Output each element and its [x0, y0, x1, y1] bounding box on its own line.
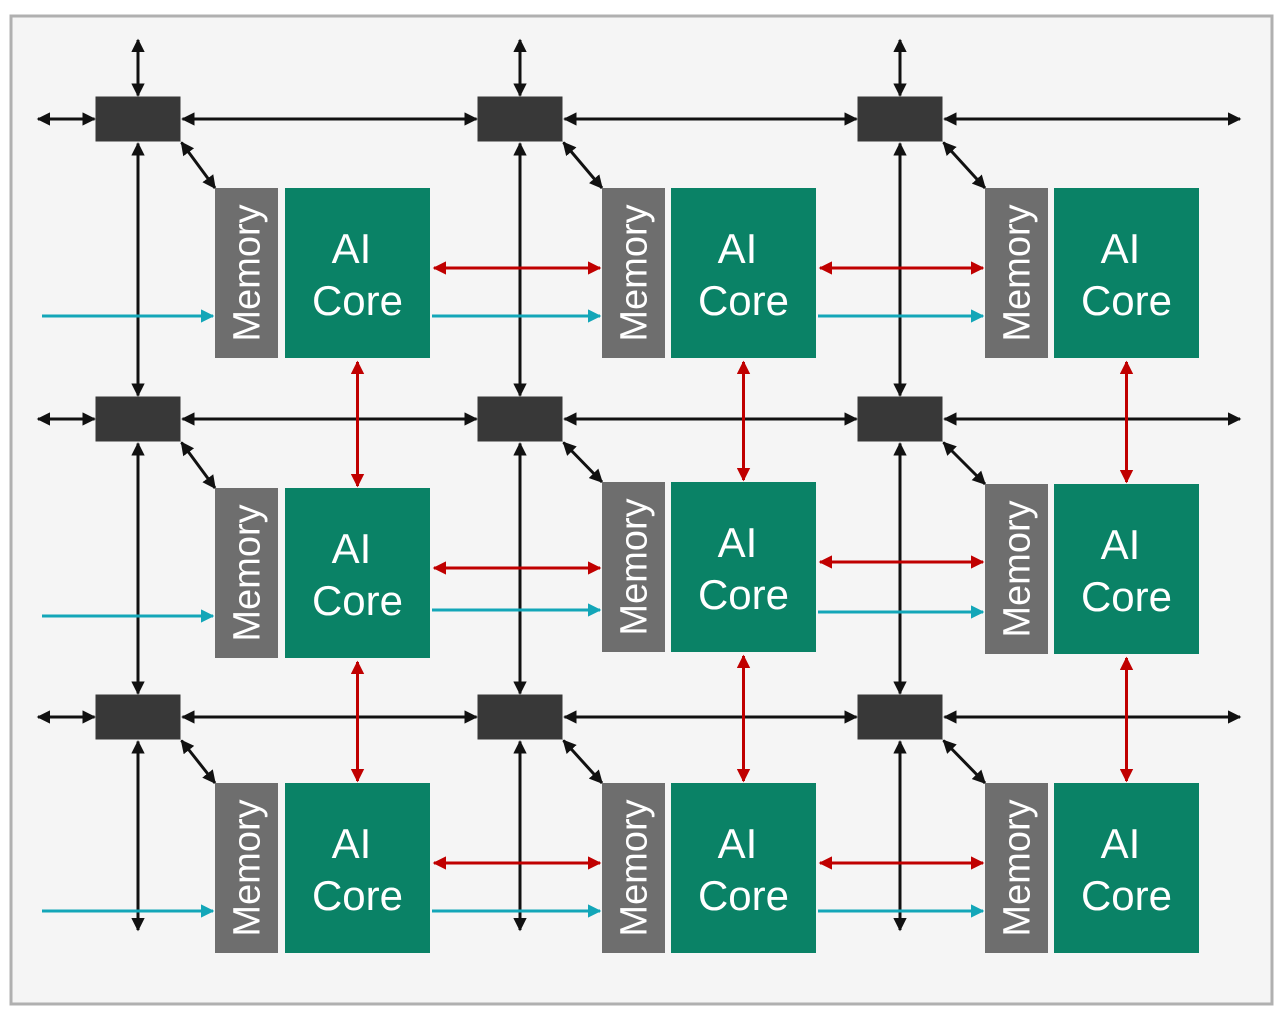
ai-core-label-line1: AI — [718, 519, 758, 566]
memory-label: Memory — [227, 504, 269, 641]
memory-block — [985, 783, 1048, 953]
ai-core-label-line2: Core — [1081, 277, 1172, 324]
ai-core-label-line1: AI — [332, 820, 372, 867]
ai-core-block — [671, 188, 816, 358]
ai-core-label-line2: Core — [698, 277, 789, 324]
memory-block — [602, 482, 665, 652]
ai-core-label-line2: Core — [312, 577, 403, 624]
ai-core-label-line1: AI — [1101, 820, 1141, 867]
memory-block — [215, 488, 278, 658]
router-memory-link — [942, 141, 987, 190]
router-memory-link — [562, 441, 604, 484]
ai-core-block — [285, 783, 430, 953]
ai-core-label-line2: Core — [1081, 573, 1172, 620]
router-memory-link — [180, 141, 217, 190]
router-memory-link — [562, 739, 604, 785]
ai-core-label-line1: AI — [332, 525, 372, 572]
memory-block — [215, 783, 278, 953]
router-memory-link — [562, 141, 604, 190]
ai-core-block — [1054, 783, 1199, 953]
memory-label: Memory — [614, 799, 656, 936]
router-memory-link — [942, 441, 987, 486]
router-memory-link — [942, 739, 987, 785]
router-node — [95, 694, 181, 740]
ai-core-label-line1: AI — [1101, 521, 1141, 568]
ai-core-block — [285, 188, 430, 358]
ai-core-label-line2: Core — [698, 872, 789, 919]
router-node — [857, 694, 943, 740]
ai-core-label-line2: Core — [698, 571, 789, 618]
memory-label: Memory — [614, 498, 656, 635]
router-node — [477, 396, 563, 442]
memory-block — [985, 484, 1048, 654]
router-node — [95, 396, 181, 442]
memory-block — [602, 188, 665, 358]
memory-label: Memory — [997, 204, 1039, 341]
memory-block — [215, 188, 278, 358]
ai-core-label-line2: Core — [312, 872, 403, 919]
ai-core-block — [1054, 188, 1199, 358]
router-node — [477, 694, 563, 740]
ai-core-label-line1: AI — [332, 225, 372, 272]
router-node — [95, 96, 181, 142]
memory-label: Memory — [227, 799, 269, 936]
memory-label: Memory — [614, 204, 656, 341]
memory-label: Memory — [997, 799, 1039, 936]
ai-core-block — [671, 482, 816, 652]
ai-core-block — [1054, 484, 1199, 654]
router-node — [857, 96, 943, 142]
ai-core-label-line2: Core — [1081, 872, 1172, 919]
router-memory-link — [180, 441, 217, 490]
ai-core-label-line2: Core — [312, 277, 403, 324]
ai-core-block — [671, 783, 816, 953]
ai-core-block — [285, 488, 430, 658]
ai-core-label-line1: AI — [1101, 225, 1141, 272]
memory-label: Memory — [227, 204, 269, 341]
router-memory-link — [180, 739, 217, 785]
router-node — [477, 96, 563, 142]
ai-core-label-line1: AI — [718, 820, 758, 867]
router-node — [857, 396, 943, 442]
ai-core-label-line1: AI — [718, 225, 758, 272]
memory-block — [602, 783, 665, 953]
memory-label: Memory — [997, 500, 1039, 637]
memory-block — [985, 188, 1048, 358]
